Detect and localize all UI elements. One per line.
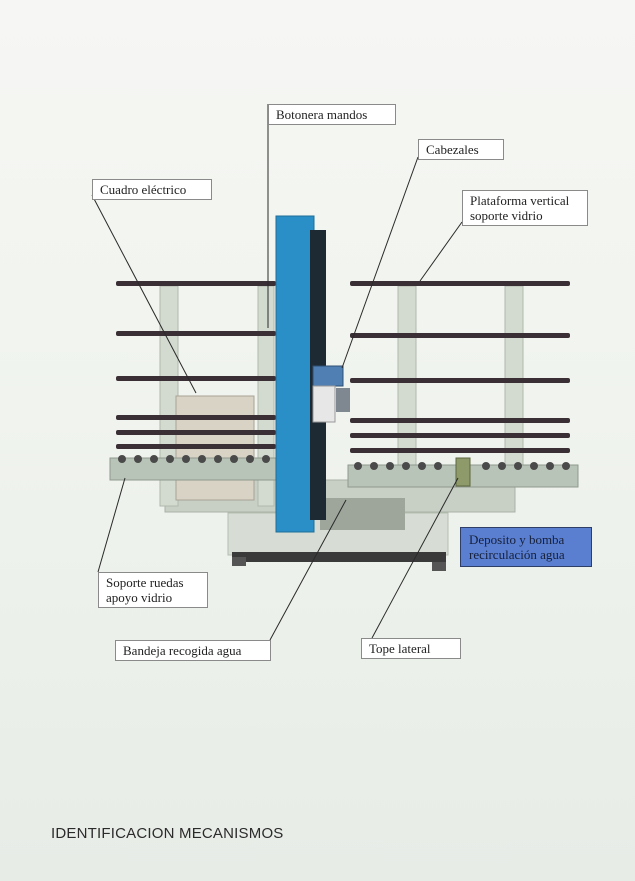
rollers-right [354, 462, 570, 470]
cutting-head-motor [336, 388, 350, 412]
label-text-line1: Plataforma vertical [470, 193, 570, 208]
label-tope-lateral: Tope lateral [361, 638, 461, 659]
label-text-line2: apoyo vidrio [106, 590, 173, 605]
cutting-head-body [312, 385, 336, 423]
label-text-line2: recirculación agua [469, 547, 565, 562]
support-rod [116, 430, 276, 435]
support-rod [350, 433, 570, 438]
label-text: Cabezales [426, 142, 479, 157]
support-rod [350, 281, 570, 286]
label-bandeja-recogida: Bandeja recogida agua [115, 640, 271, 661]
label-text: Tope lateral [369, 641, 431, 656]
label-cabezales: Cabezales [418, 139, 504, 160]
machine-base-shadow [232, 552, 446, 562]
water-tank [320, 498, 405, 530]
support-rod [116, 331, 276, 336]
label-text: Bandeja recogida agua [123, 643, 242, 658]
label-text: Botonera mandos [276, 107, 368, 122]
machine-foot [432, 562, 446, 571]
label-cuadro-electrico: Cuadro eléctrico [92, 179, 212, 200]
label-text: Cuadro eléctrico [100, 182, 187, 197]
label-deposito-bomba: Deposito y bomba recirculación agua [460, 527, 592, 567]
label-soporte-ruedas: Soporte ruedas apoyo vidrio [98, 572, 208, 608]
machine-foot [232, 557, 246, 566]
label-plataforma-vertical: Plataforma vertical soporte vidrio [462, 190, 588, 226]
blue-column [275, 215, 315, 533]
side-stop [455, 457, 471, 487]
support-rod [116, 281, 276, 286]
support-rod [350, 378, 570, 383]
support-rod [350, 448, 570, 453]
label-text-line2: soporte vidrio [470, 208, 543, 223]
support-rod [350, 418, 570, 423]
page-footer-title: IDENTIFICACION MECANISMOS [51, 825, 284, 842]
cutting-head [312, 365, 344, 387]
support-rod [116, 415, 276, 420]
label-botonera-mandos: Botonera mandos [268, 104, 396, 125]
leader-lines [91, 104, 463, 641]
label-text-line1: Deposito y bomba [469, 532, 565, 547]
rollers-left [118, 455, 270, 463]
label-text-line1: Soporte ruedas [106, 575, 184, 590]
support-rod [116, 376, 276, 381]
support-rod [350, 333, 570, 338]
support-rod [116, 444, 276, 449]
